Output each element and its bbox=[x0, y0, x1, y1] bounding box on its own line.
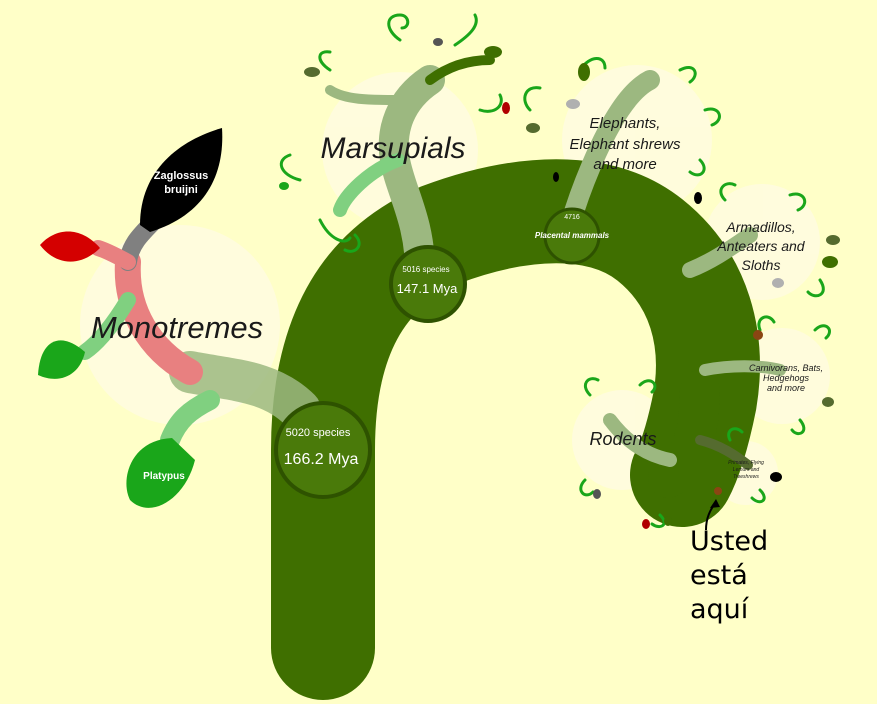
armadillos-label-3: Sloths bbox=[742, 257, 781, 273]
leaf-armadillo-3 bbox=[772, 278, 784, 288]
leaf-rodent-3 bbox=[664, 516, 672, 526]
primate-curls bbox=[727, 427, 766, 504]
armadillos-label-2: Anteaters and bbox=[716, 238, 805, 254]
leaf-elephant-4 bbox=[566, 99, 580, 109]
monotreme-upper bbox=[114, 249, 203, 385]
root-node-species: 5020 species bbox=[286, 427, 351, 439]
carnivorans-label-3: and more bbox=[767, 383, 805, 393]
zaglossus-label-1: Zaglossus bbox=[154, 170, 208, 182]
you-are-here-marker: Usted está aquí bbox=[690, 499, 768, 625]
platypus-branch bbox=[160, 390, 220, 450]
leaf-armadillo-1 bbox=[694, 192, 702, 204]
elephants-label-1: Elephants, bbox=[590, 115, 661, 132]
leaf-elephant-2 bbox=[526, 123, 540, 133]
armadillo-stem bbox=[682, 227, 758, 278]
leaf-armadillo-2 bbox=[822, 256, 838, 268]
fern-curls bbox=[279, 13, 831, 529]
primates-label-1: Primates, Flying bbox=[728, 460, 764, 466]
elephants-label-3: and more bbox=[593, 156, 656, 173]
you-are-here-line-3: aquí bbox=[690, 594, 750, 625]
carnivorans-label-1: Carnivorans, Bats, bbox=[749, 363, 823, 373]
marsupial-left bbox=[333, 153, 405, 217]
placental-node: 4716 Placental mammals bbox=[535, 207, 610, 265]
root-node: 5020 species 166.2 Mya bbox=[274, 401, 372, 499]
marsupial-node: 5016 species 147.1 Mya bbox=[389, 245, 467, 323]
leaf-carnivoran-1 bbox=[753, 330, 763, 340]
platypus-leaf bbox=[126, 438, 195, 508]
marsupial-node-age: 147.1 Mya bbox=[397, 281, 458, 296]
root-node-circle bbox=[274, 401, 372, 499]
red-leaf bbox=[40, 231, 100, 262]
clade-labels: Monotremes Marsupials Elephants, Elephan… bbox=[91, 115, 823, 480]
leaf-labels: Zaglossus bruijni Platypus bbox=[143, 170, 208, 482]
primate-stem bbox=[695, 435, 753, 470]
elephants-label-2: Elephant shrews bbox=[570, 136, 681, 153]
zaglossus-leaf bbox=[140, 128, 223, 232]
marsupial-branches bbox=[325, 55, 495, 285]
primates-label-2: Lemurs and bbox=[733, 467, 760, 473]
placental-branches bbox=[560, 70, 786, 470]
leaf-primate-2 bbox=[714, 487, 722, 495]
leaf-elephant-3 bbox=[553, 172, 559, 182]
leaf-marsupial-5 bbox=[279, 182, 289, 190]
rodent-curls bbox=[579, 377, 666, 529]
root-node-age: 166.2 Mya bbox=[284, 451, 359, 468]
marsupial-upleft bbox=[325, 85, 400, 105]
marsupial-node-species: 5016 species bbox=[402, 265, 449, 274]
green-echidna-branch bbox=[77, 292, 136, 360]
placental-node-name: Placental mammals bbox=[535, 231, 610, 240]
carnivoran-curls bbox=[757, 315, 831, 436]
carnivorans-label-2: Hedgehogs bbox=[763, 373, 810, 383]
rodents-label: Rodents bbox=[589, 429, 656, 449]
armadillo-curls bbox=[719, 182, 825, 298]
leaf-marsupial-4 bbox=[433, 38, 443, 46]
rodent-stem bbox=[603, 413, 677, 467]
leaf-rodent-2 bbox=[642, 519, 650, 529]
green-echidna-leaf bbox=[38, 340, 85, 379]
echidna-red-branch bbox=[90, 240, 136, 270]
monotremes-label: Monotremes bbox=[91, 310, 263, 345]
leaf-primate-1 bbox=[770, 472, 782, 482]
trunk-curl bbox=[648, 370, 720, 498]
leaf-armadillo-4 bbox=[826, 235, 840, 245]
marsupial-node-circle bbox=[389, 245, 467, 323]
small-leaves bbox=[279, 38, 840, 529]
leaf-carnivoran-2 bbox=[822, 397, 834, 407]
marsupial-up bbox=[425, 55, 495, 85]
zaglossus-label-2: bruijni bbox=[164, 184, 198, 196]
leaf-elephant-1 bbox=[578, 63, 590, 81]
placental-node-circle bbox=[543, 207, 601, 265]
carnivoran-stem bbox=[699, 360, 786, 376]
marsupials-label: Marsupials bbox=[320, 132, 465, 165]
leaf-rodent-1 bbox=[593, 489, 601, 499]
armadillos-label-1: Armadillos, bbox=[725, 219, 795, 235]
monotreme-leaves bbox=[38, 128, 223, 508]
leaf-marsupial-3 bbox=[502, 102, 510, 114]
trunk-taper bbox=[648, 370, 720, 498]
you-are-here-line-2: está bbox=[690, 560, 748, 591]
platypus-label: Platypus bbox=[143, 471, 185, 482]
elephant-stem bbox=[560, 70, 660, 235]
leaf-marsupial-2 bbox=[304, 67, 320, 77]
you-are-here-line-1: Usted bbox=[690, 526, 768, 557]
leaf-marsupial-1 bbox=[484, 46, 502, 58]
primates-label-3: Treeshrews bbox=[733, 474, 759, 480]
placental-node-species: 4716 bbox=[564, 214, 580, 221]
marsupial-curls bbox=[279, 13, 503, 253]
you-are-here-arrowhead bbox=[710, 499, 720, 508]
monotreme-stem bbox=[169, 351, 321, 431]
